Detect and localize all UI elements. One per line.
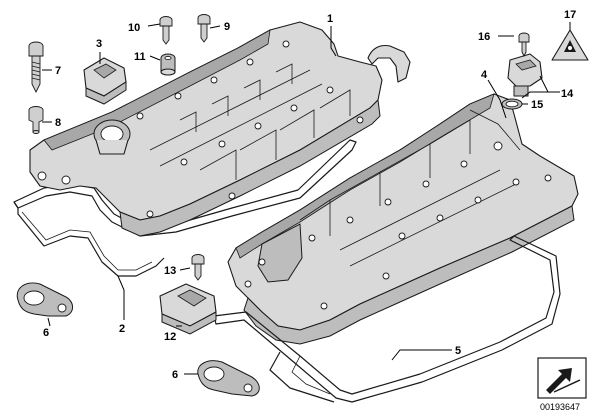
screw-medium <box>159 16 173 45</box>
screw-small <box>197 14 211 43</box>
callout-5: 5 <box>455 345 461 357</box>
cover-bolt-holes-rear <box>244 141 552 310</box>
mounting-bolt <box>191 254 205 281</box>
callout-13: 13 <box>164 265 176 277</box>
connector-cover <box>159 283 217 335</box>
valve-cover-front <box>29 21 411 237</box>
leader-lines <box>42 22 571 375</box>
filler-cap <box>83 57 127 105</box>
callout-6b: 6 <box>172 369 178 381</box>
callout-4: 4 <box>481 69 488 81</box>
sensor-o-ring <box>501 98 523 110</box>
spark-plug-seal-left <box>16 282 73 317</box>
spark-plug-seal-bottom <box>197 360 260 397</box>
next-page-arrow-icon[interactable] <box>537 357 587 399</box>
callout-11: 11 <box>134 51 146 63</box>
callout-9: 9 <box>224 21 230 33</box>
callout-3: 3 <box>96 38 102 50</box>
callout-2: 2 <box>119 323 125 335</box>
rubber-grommet <box>160 53 176 76</box>
callout-17: 17 <box>564 9 576 21</box>
cover-bolt-holes-front <box>37 40 364 218</box>
callout-15: 15 <box>531 99 543 111</box>
callout-6a: 6 <box>43 327 49 339</box>
warning-triangle-icon <box>551 29 589 61</box>
diagram-id: 00193647 <box>540 402 580 412</box>
callout-14: 14 <box>561 88 574 100</box>
callout-8: 8 <box>55 117 61 129</box>
long-bolt <box>28 41 44 94</box>
camshaft-sensor <box>507 53 543 97</box>
valve-cover-rear <box>227 93 579 345</box>
callout-labels: 1 2 3 4 5 6 6 7 8 9 10 11 12 13 14 15 16… <box>43 9 576 381</box>
callout-16: 16 <box>478 31 490 43</box>
callout-10: 10 <box>128 22 140 34</box>
callout-7: 7 <box>55 65 61 77</box>
cover-gasket-rear <box>213 235 561 403</box>
callout-12: 12 <box>164 331 176 343</box>
callout-1: 1 <box>327 13 333 25</box>
spacer-sleeve <box>28 106 44 134</box>
sensor-screw <box>518 32 530 58</box>
